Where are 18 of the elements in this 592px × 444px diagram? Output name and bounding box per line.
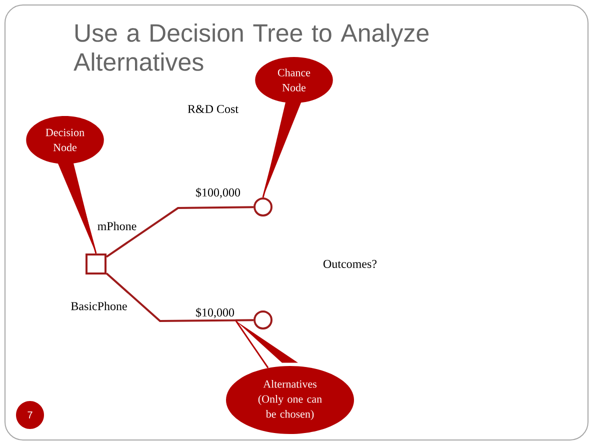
edge-label: $100,000 [194, 186, 242, 200]
chance-circle [254, 198, 272, 216]
callout-bubble: Alternatives (Only one can be chosen) [226, 366, 354, 434]
edge-label: $10,000 [194, 306, 236, 320]
chance-circle [254, 310, 272, 330]
callout-bubble: Chance Node [255, 57, 333, 103]
branch-label: BasicPhone [71, 302, 127, 310]
callout-tail [57, 161, 97, 254]
page-number: 7 [16, 400, 44, 429]
callout-tail [235, 320, 298, 368]
branch-label: Outcomes? [324, 260, 376, 268]
callout-bubble: Decision Node [26, 116, 104, 164]
callout-tail [262, 100, 302, 198]
decision-square [86, 254, 106, 274]
branch-line [106, 206, 254, 258]
branch-label: R&D Cost [188, 104, 238, 114]
branch-line [106, 272, 254, 322]
branch-label: mPhone [98, 222, 136, 230]
